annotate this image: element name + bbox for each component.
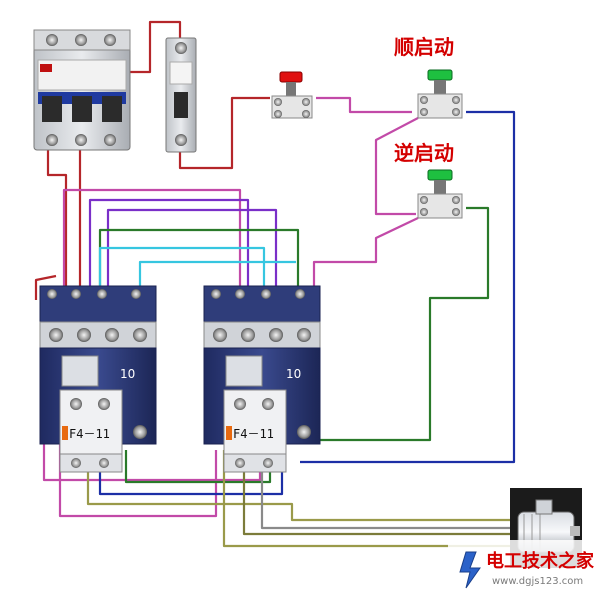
wire-green-button [300, 206, 490, 442]
reverse-start-label: 逆启动 [394, 141, 454, 165]
contactor-right-number: 10 [286, 367, 301, 381]
forward-start-button [417, 69, 463, 119]
aux-block-left-label: F4－11 [69, 427, 110, 441]
circuit-breaker [33, 29, 131, 151]
forward-start-label: 顺启动 [394, 35, 454, 59]
wire-red-control [178, 96, 270, 170]
wire-blue-forward [300, 110, 516, 464]
stop-button [271, 71, 313, 119]
contactor-right: 10 F4－11 [203, 285, 321, 473]
wire-olive-motor-2 [222, 450, 516, 548]
aux-block-right-label: F4－11 [233, 427, 274, 441]
watermark: 电工技术之家 www.dgjs123.com [448, 540, 606, 592]
wire-magenta-reverse-coil [312, 217, 419, 290]
contactor-left: 10 F4－11 [39, 285, 157, 473]
reverse-start-button [417, 169, 463, 219]
wire-magenta-forward-reverse [374, 117, 419, 216]
wire-olive-motor-1 [86, 450, 516, 522]
wire-green-bottom [124, 450, 272, 484]
watermark-url: www.dgjs123.com [492, 576, 583, 587]
wire-purple-b [106, 208, 278, 300]
wire-magenta-b [42, 440, 262, 482]
watermark-name: 电工技术之家 [486, 550, 595, 572]
wire-grey-motor [260, 470, 516, 530]
wire-olive-motor-3 [242, 450, 516, 536]
wire-magenta-stop-forward [316, 96, 412, 114]
wire-red-l1 [46, 150, 68, 300]
wire-purple-a [88, 198, 250, 300]
watermark-logo-icon [459, 551, 481, 589]
single-pole-breaker [165, 37, 197, 153]
wires [34, 20, 516, 548]
wire-red-contactor-top [34, 274, 57, 300]
wire-magenta-a [62, 188, 242, 300]
contactor-left-number: 10 [120, 367, 135, 381]
